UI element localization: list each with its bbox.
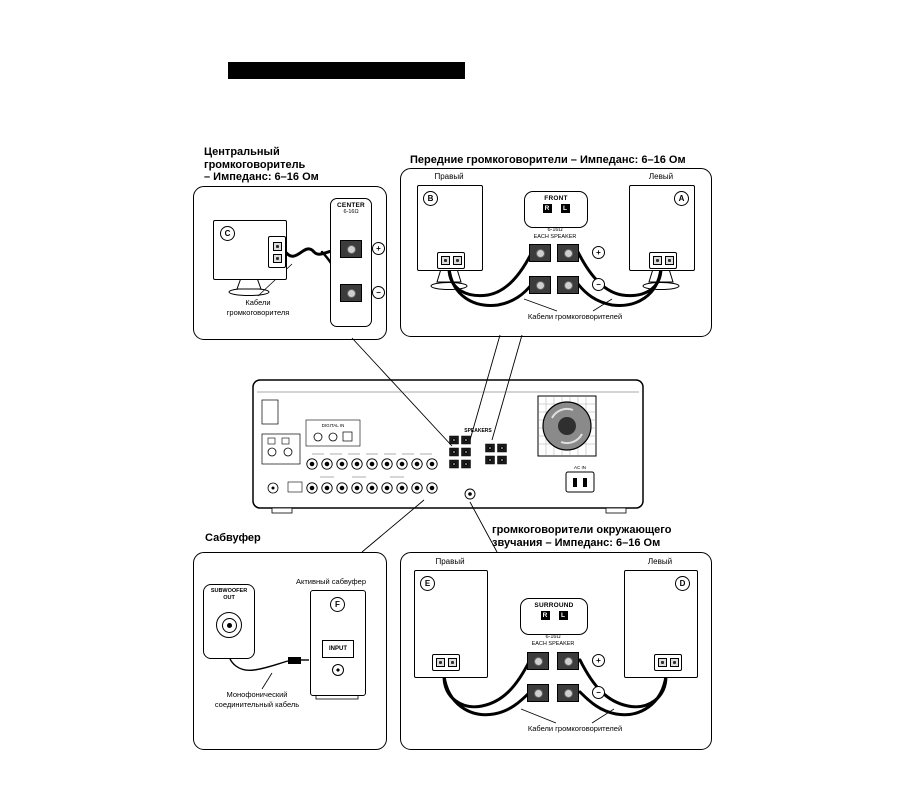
- spring-clip: [435, 658, 445, 667]
- minus-mark: −: [372, 286, 385, 299]
- center-terminal-plus: [340, 240, 362, 258]
- speaker-d-terminal-cup: [654, 654, 682, 671]
- front-impedance-note: 6-16Ω EACH SPEAKER: [533, 227, 577, 240]
- spring-clip: [652, 256, 662, 265]
- speakers-label: SPEAKERS: [464, 428, 492, 434]
- front-terminal-l-plus: [557, 244, 579, 262]
- plus-mark: +: [372, 242, 385, 255]
- front-terminal-header: FRONT R L: [524, 191, 588, 228]
- speaker-letter-a: A: [674, 191, 689, 206]
- active-subwoofer-label: Активный сабвуфер: [296, 577, 366, 586]
- minus-mark: −: [592, 686, 605, 699]
- front-terminal-r-minus: [529, 276, 551, 294]
- redacted-section-title: [228, 62, 465, 79]
- subwoofer-input-jack: [332, 664, 344, 676]
- surround-right-label: Правый: [435, 557, 465, 566]
- subwoofer-input-jack-label: INPUT: [322, 640, 354, 658]
- l-channel-badge: L: [560, 204, 570, 213]
- front-right-label: Правый: [434, 172, 464, 181]
- speaker-terminal-section: SPEAKERS: [449, 428, 507, 500]
- subwoofer-out-jack: [216, 612, 242, 638]
- surround-cable-label: Кабели громкоговорителей: [527, 724, 623, 733]
- surround-terminal-l-minus: [557, 684, 579, 702]
- surround-left-label: Левый: [647, 557, 673, 566]
- surround-terminal-r-plus: [527, 652, 549, 670]
- surround-panel-box: [400, 552, 712, 750]
- plus-mark: +: [592, 654, 605, 667]
- spring-clip: [669, 658, 679, 667]
- receiver-rear-panel: DIGITAL IN S: [252, 379, 644, 514]
- speaker-letter-b: B: [423, 191, 438, 206]
- minus-mark: −: [592, 278, 605, 291]
- front-terminal-l-minus: [557, 276, 579, 294]
- spring-clip: [447, 658, 457, 667]
- center-speaker-terminal-cup: [268, 236, 286, 268]
- surround-terminal-r-minus: [527, 684, 549, 702]
- center-panel-title: Центральный громкоговоритель – Импеданс:…: [204, 146, 319, 183]
- micro-labels: [312, 453, 432, 478]
- digital-in-label: DIGITAL IN: [322, 423, 345, 428]
- surround-terminal-l-plus: [557, 652, 579, 670]
- rca-jack-grid: [306, 458, 438, 494]
- r-channel-badge: R: [542, 204, 552, 213]
- center-terminal-block: CENTER 6-16Ω: [330, 198, 372, 327]
- speaker-a-terminal-cup: [649, 252, 677, 269]
- front-cable-label: Кабели громкоговорителей: [527, 312, 623, 321]
- fan-grille: [537, 395, 597, 457]
- mono-cable-label: Монофонический соединительный кабель: [214, 690, 300, 709]
- center-cable-label: Кабели громкоговорителя: [226, 298, 290, 317]
- subwoofer-panel-title: Сабвуфер: [205, 532, 261, 544]
- spring-clip: [664, 256, 674, 265]
- l-channel-badge: L: [558, 611, 568, 620]
- speaker-letter-d: D: [675, 576, 690, 591]
- digital-in-section: DIGITAL IN: [305, 419, 361, 447]
- center-panel-box: [193, 186, 387, 340]
- surround-panel-title: громкоговорители окружающего звучания – …: [492, 524, 672, 549]
- center-terminal-minus: [340, 284, 362, 302]
- front-panel-box: [400, 168, 712, 337]
- subwoofer-panel-box: [193, 552, 387, 750]
- spring-clip: [272, 241, 282, 251]
- surround-terminal-header: SURROUND R L: [520, 598, 588, 635]
- ac-outlet: AC IN: [565, 465, 595, 493]
- front-panel-title: Передние громкоговорители – Импеданс: 6–…: [410, 154, 686, 166]
- panel-connector-lines: [351, 334, 523, 553]
- ac-in-label: AC IN: [574, 465, 586, 470]
- front-left-label: Левый: [648, 172, 674, 181]
- subwoofer-out-block: SUBWOOFER OUT: [203, 584, 255, 659]
- plus-mark: +: [592, 246, 605, 259]
- terminal-hole: [346, 244, 356, 254]
- speaker-b-terminal-cup: [437, 252, 465, 269]
- speaker-letter-f: F: [330, 597, 345, 612]
- surround-impedance-note: 6-16Ω EACH SPEAKER: [531, 634, 575, 647]
- speaker-letter-c: C: [220, 226, 235, 241]
- antenna-jack-cluster: [261, 399, 303, 494]
- spring-clip: [440, 256, 450, 265]
- spring-clip: [272, 253, 282, 263]
- speaker-e-terminal-cup: [432, 654, 460, 671]
- spring-clip: [452, 256, 462, 265]
- terminal-hole: [346, 288, 356, 298]
- r-channel-badge: R: [540, 611, 550, 620]
- front-terminal-r-plus: [529, 244, 551, 262]
- speaker-letter-e: E: [420, 576, 435, 591]
- spring-clip: [657, 658, 667, 667]
